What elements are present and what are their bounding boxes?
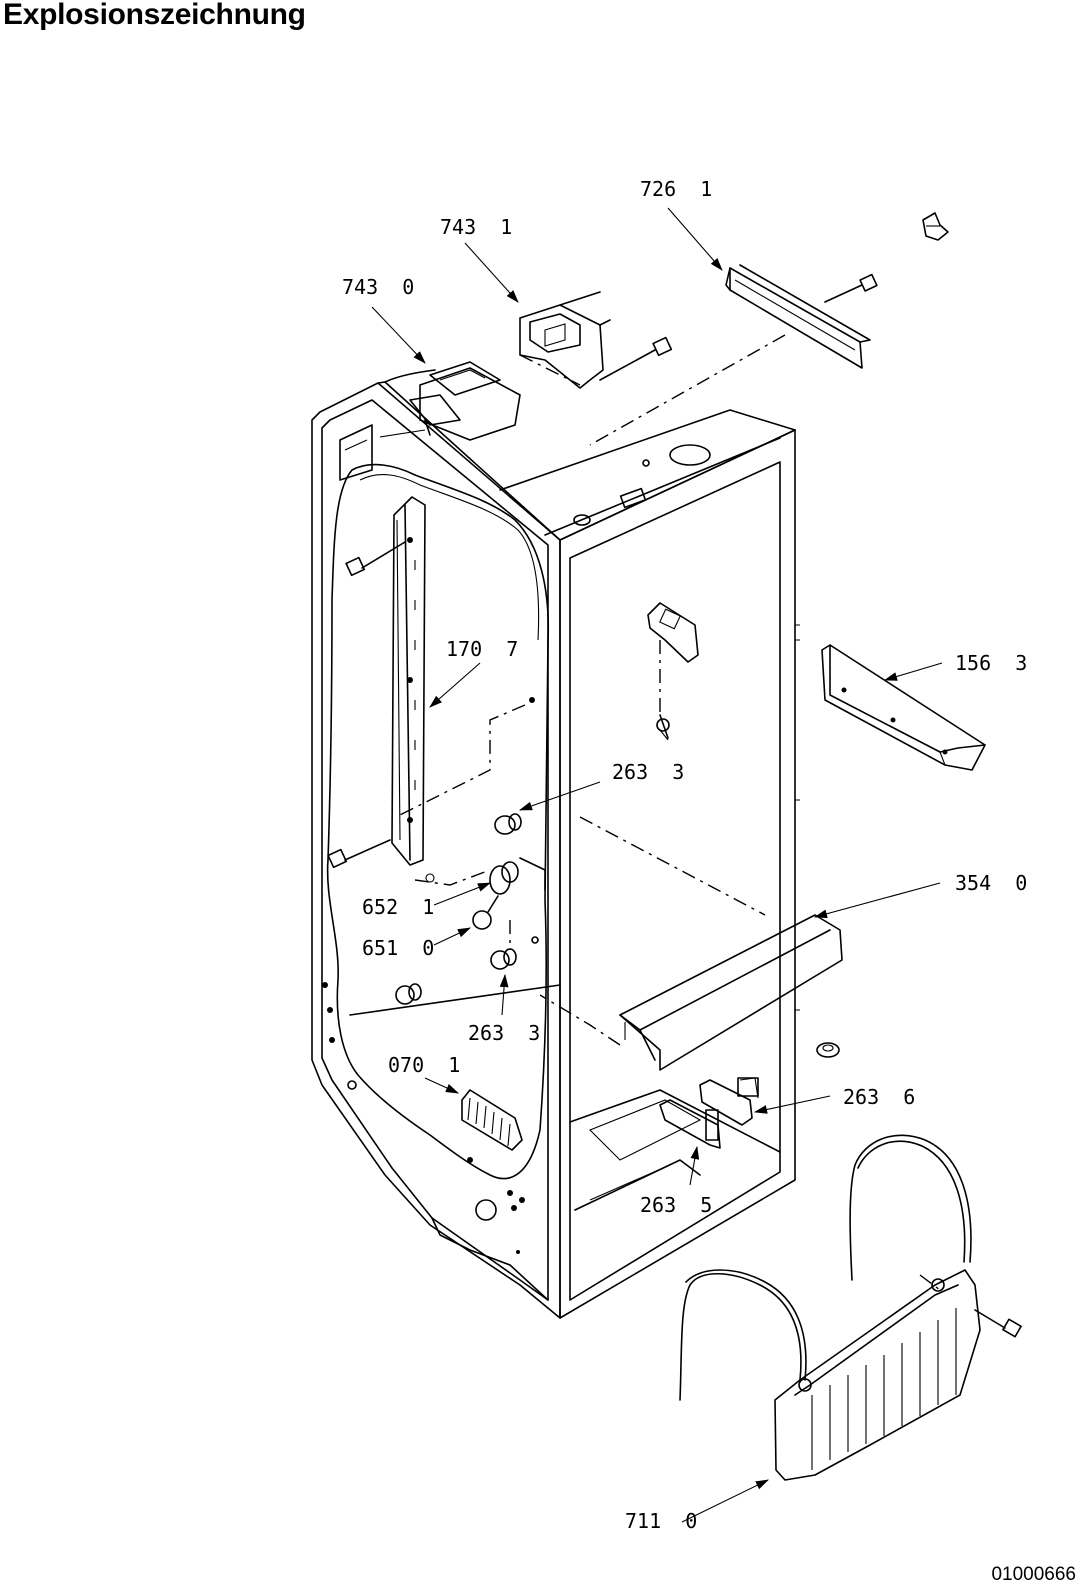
callout-070-1: 070 1: [388, 1053, 460, 1077]
callout-labels: 726 1 743 1 743 0 170 7 156 3 263 3 354 …: [342, 177, 1027, 1533]
callout-156-3: 156 3: [955, 651, 1027, 675]
page-title: Explosionszeichnung: [3, 0, 306, 31]
callout-263-3-upper: 263 3: [612, 760, 684, 784]
part-263-6-bracket: [699, 1077, 759, 1126]
callout-354-0: 354 0: [955, 871, 1027, 895]
part-clip-icon: [922, 212, 949, 241]
part-screw-726: [824, 273, 878, 303]
part-156-3-shelf: [821, 644, 986, 771]
part-center-bracket: [647, 602, 699, 741]
part-711-0-heater: [679, 1134, 981, 1481]
document-number: 01000666: [991, 1564, 1076, 1585]
part-263-3-upper: [494, 697, 535, 835]
callout-743-0: 743 0: [342, 275, 414, 299]
callout-263-6: 263 6: [843, 1085, 915, 1109]
callout-263-5: 263 5: [640, 1193, 712, 1217]
part-743-1-bracket: [519, 291, 611, 389]
part-726-1-top-rail: [725, 264, 871, 369]
callout-726-1: 726 1: [640, 177, 712, 201]
callout-651-0: 651 0: [362, 936, 434, 960]
callout-743-1: 743 1: [440, 215, 512, 239]
part-screw-743: [599, 336, 673, 381]
callout-652-1: 652 1: [362, 895, 434, 919]
part-652-1-lamp-socket: [425, 857, 546, 895]
part-263-3-lower: [490, 936, 539, 970]
part-170-7-vertical-rail: [391, 496, 426, 866]
part-651-0-bulb: [472, 895, 499, 930]
part-263-5-bracket: [659, 1099, 721, 1149]
leader-lines: [371, 207, 943, 1523]
callout-170-7: 170 7: [446, 637, 518, 661]
part-screw-heater: [974, 1309, 1022, 1338]
callout-711-0: 711 0: [625, 1509, 697, 1533]
part-screw-rail-bottom: [327, 839, 391, 869]
cabinet-body: [311, 369, 800, 1319]
part-743-0-housing: [379, 361, 521, 441]
part-nut: [816, 1042, 840, 1058]
assembly-lines: [399, 334, 941, 1291]
callout-263-3-lower: 263 3: [468, 1021, 540, 1045]
part-lower-left-bump: [395, 983, 422, 1005]
part-070-1-grille: [461, 1089, 523, 1151]
part-screw-rail-top: [345, 541, 406, 577]
part-354-0-channel: [619, 914, 843, 1071]
